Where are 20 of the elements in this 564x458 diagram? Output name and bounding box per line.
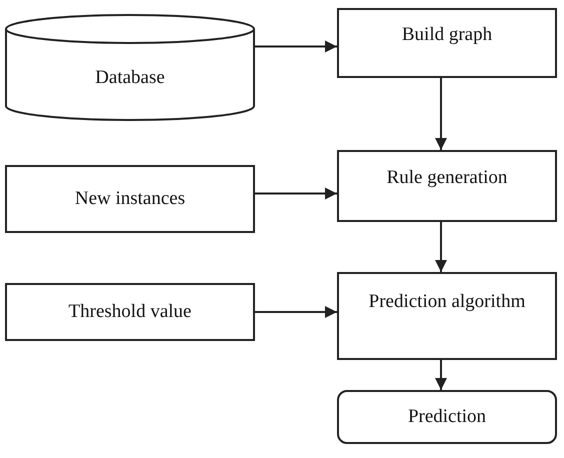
arrow (255, 306, 337, 318)
process-box (5, 165, 255, 233)
arrow (435, 222, 447, 272)
node-label: Prediction (408, 406, 486, 428)
process-box (337, 150, 557, 222)
arrow (255, 40, 337, 52)
process-box (337, 272, 557, 360)
node-label: Database (95, 66, 165, 88)
process-box (337, 390, 557, 444)
process-box (5, 283, 255, 341)
node-label: Threshold value (68, 301, 192, 323)
node-label: Prediction algorithm (368, 291, 526, 313)
node-label: New instances (74, 188, 186, 210)
process-box (337, 8, 557, 78)
database-cylinder (5, 15, 255, 120)
arrow (255, 188, 337, 200)
arrow (435, 360, 447, 390)
node-label: Rule generation (386, 167, 508, 189)
arrow (435, 78, 447, 150)
node-label: Build graph (402, 24, 492, 46)
